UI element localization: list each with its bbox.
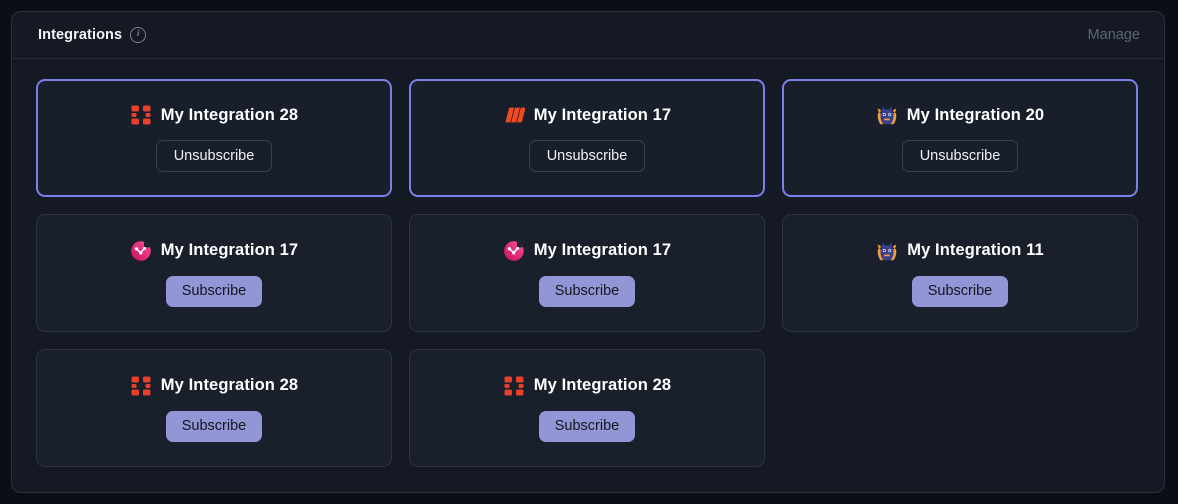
subscribe-button[interactable]: Subscribe — [165, 410, 263, 442]
integration-card-title: My Integration 17 — [533, 105, 672, 124]
info-circle-icon[interactable]: i — [130, 27, 147, 43]
integration-card[interactable]: My Integration 28 Subscribe — [36, 349, 392, 467]
integration-card-head: My Integration 28 — [130, 104, 298, 126]
integration-card-title: My Integration 11 — [907, 241, 1044, 259]
pink-circle-node-icon — [130, 240, 152, 262]
integration-card[interactable]: My Integration 17 Subscribe — [409, 214, 765, 332]
integration-card-title: My Integration 28 — [160, 376, 299, 394]
manage-button[interactable]: Manage — [1087, 27, 1140, 43]
integration-card[interactable]: My Integration 17 Subscribe — [36, 214, 392, 332]
integration-card-head: My Integration 11 — [876, 240, 1044, 262]
subscribe-button[interactable]: Subscribe — [538, 410, 636, 442]
integration-card[interactable]: My Integration 11 Subscribe — [782, 214, 1138, 332]
integration-card[interactable]: My Integration 20 Unsubscribe — [782, 79, 1138, 197]
unsubscribe-button[interactable]: Unsubscribe — [155, 140, 273, 172]
panel-header-left: Integrations i — [38, 27, 147, 43]
pink-circle-node-icon — [503, 240, 525, 262]
integration-card-head: My Integration 20 — [876, 104, 1044, 126]
integration-card-head: My Integration 17 — [503, 104, 671, 126]
subscribe-button[interactable]: Subscribe — [911, 275, 1009, 307]
red-grid-squares-icon — [130, 104, 152, 126]
blue-mascot-icon — [876, 104, 898, 126]
integration-card-head: My Integration 17 — [503, 240, 671, 262]
integration-card-head: My Integration 17 — [130, 240, 298, 262]
integration-card-head: My Integration 28 — [503, 375, 671, 397]
integration-card[interactable]: My Integration 28 Unsubscribe — [36, 79, 392, 197]
red-grid-squares-icon — [503, 375, 525, 397]
integration-card[interactable]: My Integration 17 Unsubscribe — [409, 79, 765, 197]
integration-card-title: My Integration 17 — [533, 241, 672, 259]
integration-card-title: My Integration 17 — [160, 241, 299, 259]
integration-card-title: My Integration 20 — [906, 105, 1045, 124]
subscribe-button[interactable]: Subscribe — [165, 275, 263, 307]
integrations-panel: Integrations i Manage My Integration 28 U… — [11, 11, 1165, 493]
integration-card[interactable]: My Integration 28 Subscribe — [409, 349, 765, 467]
red-grid-squares-icon — [130, 375, 152, 397]
orange-slanted-bars-icon — [503, 104, 525, 126]
integration-card-head: My Integration 28 — [130, 375, 298, 397]
integration-card-title: My Integration 28 — [533, 376, 672, 394]
integration-card-title: My Integration 28 — [160, 105, 299, 124]
unsubscribe-button[interactable]: Unsubscribe — [528, 140, 646, 172]
unsubscribe-button[interactable]: Unsubscribe — [901, 140, 1019, 172]
panel-header: Integrations i Manage — [12, 12, 1164, 59]
subscribe-button[interactable]: Subscribe — [538, 275, 636, 307]
page-title: Integrations — [38, 27, 123, 43]
blue-mascot-icon — [876, 240, 898, 262]
